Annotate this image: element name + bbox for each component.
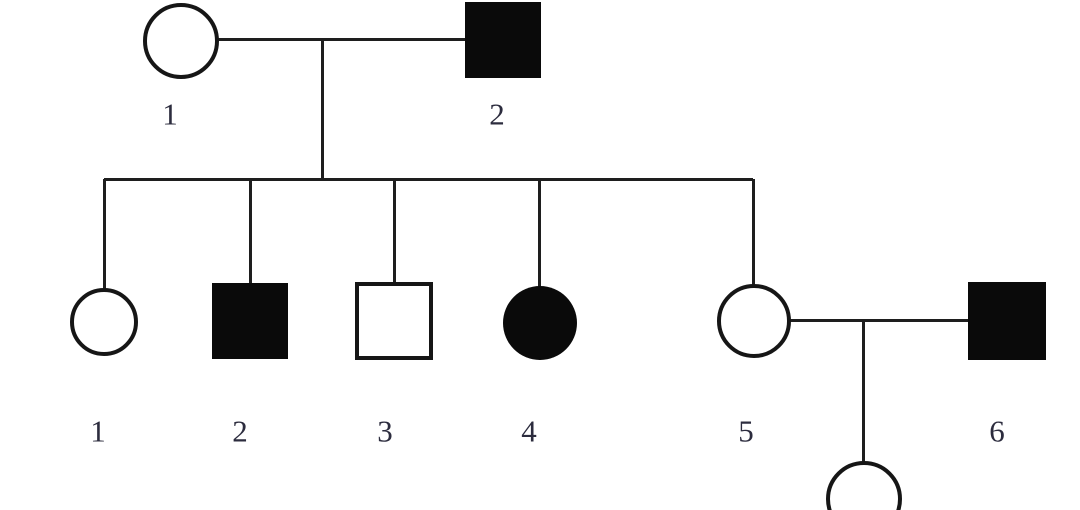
person-II-5-symbol-circle-unaffected — [717, 284, 791, 358]
couple-line-generation-2 — [789, 319, 969, 322]
person-II-4-symbol-circle-affected — [503, 286, 577, 360]
drop-line-child-5 — [752, 179, 755, 287]
person-I-1-symbol-circle-unaffected — [143, 3, 219, 79]
person-II-6-label: 6 — [989, 413, 1005, 449]
couple-line-generation-1 — [217, 38, 466, 41]
person-II-5-label: 5 — [738, 413, 754, 449]
descent-line-generation-1 — [321, 39, 324, 181]
person-I-1-label: 1 — [162, 96, 178, 132]
person-II-2-symbol-square-affected — [212, 283, 288, 359]
drop-line-child-1 — [103, 179, 106, 291]
person-II-1-label: 1 — [90, 413, 106, 449]
drop-line-child-4 — [538, 179, 541, 289]
person-I-2-symbol-square-affected — [465, 2, 541, 78]
descent-line-generation-2 — [862, 320, 865, 464]
drop-line-child-3 — [393, 179, 396, 286]
drop-line-child-2 — [249, 179, 252, 286]
person-II-1-symbol-circle-unaffected — [70, 288, 138, 356]
person-II-2-label: 2 — [232, 413, 248, 449]
person-II-4-label: 4 — [521, 413, 537, 449]
person-II-3-symbol-square-unaffected — [355, 282, 433, 360]
sibship-line-generation-2 — [104, 178, 753, 181]
person-II-6-symbol-square-affected — [968, 282, 1046, 360]
person-I-2-label: 2 — [489, 96, 505, 132]
person-II-3-label: 3 — [377, 413, 393, 449]
